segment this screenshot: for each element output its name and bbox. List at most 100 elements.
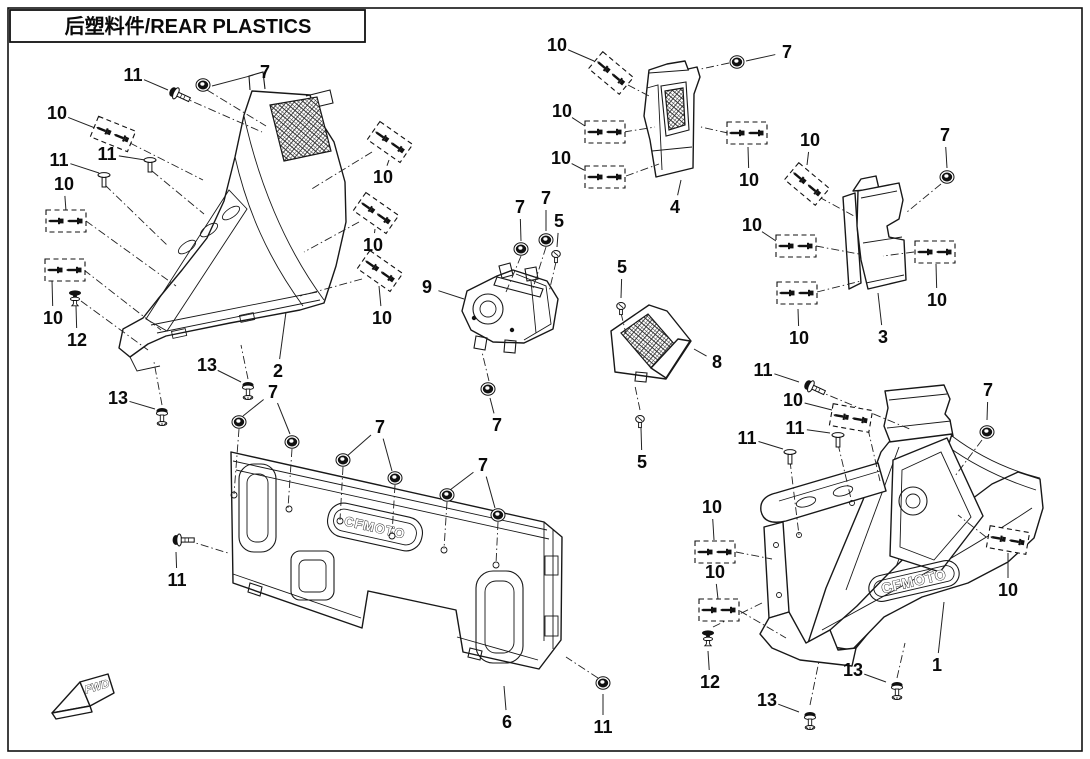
- diagram-line: [544, 615, 559, 637]
- diagram-line: [177, 239, 197, 255]
- assembly-axis-line: [233, 428, 240, 495]
- callout-label-10: 10: [998, 580, 1018, 600]
- callout-label-12: 12: [700, 672, 720, 692]
- callout-label-9: 9: [422, 277, 432, 297]
- diagram-line: [856, 182, 907, 290]
- diagram-line: [759, 611, 857, 667]
- fwd-direction-arrow: FWD: [51, 673, 115, 720]
- diagram-line: [760, 462, 887, 523]
- callout-leader-line: [217, 369, 242, 383]
- diagram-line: [842, 192, 862, 290]
- callout-leader-line: [877, 292, 883, 326]
- assembly-axis-lines: [80, 62, 987, 706]
- callout-leader-lines: [51, 49, 1009, 715]
- callout-leader-line: [175, 551, 178, 569]
- callout-label-2: 2: [273, 361, 283, 381]
- diagram-line: [170, 328, 188, 339]
- callout-label-7: 7: [782, 42, 792, 62]
- fastener-grommet-icon: [231, 415, 247, 429]
- callout-leader-line: [519, 218, 522, 242]
- diagram-line: [467, 647, 483, 661]
- assembly-axis-line: [789, 460, 800, 536]
- fastener-grommet-icon: [439, 488, 455, 502]
- assembly-axis-line: [954, 439, 983, 477]
- fastener-grommet-icon: [284, 435, 300, 449]
- callout-leader-line: [277, 402, 291, 435]
- assembly-axis-line: [548, 261, 557, 293]
- callout-leader-line: [386, 159, 390, 166]
- assembly-axis-line: [627, 84, 652, 98]
- assembly-axis-line: [129, 142, 204, 181]
- callout-label-5: 5: [637, 452, 647, 472]
- callout-label-7: 7: [541, 188, 551, 208]
- callout-label-10: 10: [551, 148, 571, 168]
- callout-label-7: 7: [983, 380, 993, 400]
- callout-leader-line: [804, 402, 833, 411]
- tailgate-handle-left: [238, 463, 277, 553]
- assembly-axis-line: [287, 448, 293, 509]
- fastener-grommet-icon: [513, 242, 529, 256]
- diagram-line: [849, 500, 855, 506]
- diagram-line: [238, 312, 256, 323]
- fastener-grommet-icon: [595, 676, 611, 690]
- diagram-line: [778, 470, 881, 502]
- diagram-line: [484, 580, 515, 654]
- callout-leader-line: [70, 163, 100, 174]
- diagram-line: [290, 550, 335, 601]
- assembly-axis-line: [532, 246, 547, 289]
- callout-label-10: 10: [783, 390, 803, 410]
- assembly-axis-line: [620, 312, 627, 335]
- callout-label-8: 8: [712, 352, 722, 372]
- assembly-axis-line: [495, 521, 499, 565]
- callout-leader-line: [715, 583, 719, 600]
- callout-leader-line: [129, 400, 156, 410]
- assembly-axis-line: [700, 126, 729, 134]
- diagram-line: [243, 115, 325, 301]
- callout-leader-line: [438, 290, 465, 300]
- callout-leader-line: [745, 54, 776, 62]
- callout-leader-line: [797, 308, 800, 327]
- diagram-line: [524, 266, 539, 282]
- callout-label-10: 10: [927, 290, 947, 310]
- callout-leader-line: [67, 116, 96, 129]
- diagram-line: [886, 420, 952, 429]
- diagram-line: [246, 473, 269, 543]
- diagram-line: [503, 339, 517, 354]
- diagram-line: [51, 705, 93, 720]
- diagram-line: [889, 437, 984, 573]
- callout-label-5: 5: [554, 211, 564, 231]
- callout-leader-line: [567, 49, 595, 62]
- assembly-axis-line: [957, 514, 987, 538]
- callout-label-7: 7: [940, 125, 950, 145]
- diagram-line: [898, 486, 928, 516]
- callout-leader-line: [382, 438, 393, 472]
- callout-leader-line: [986, 401, 989, 421]
- callout-label-11: 11: [753, 360, 772, 380]
- callout-leader-line: [211, 74, 254, 87]
- callout-label-10: 10: [54, 174, 74, 194]
- hardware-kit-box-icon: [699, 599, 739, 621]
- diagram-line: [326, 502, 424, 552]
- assembly-axis-line: [153, 361, 163, 406]
- assembly-axis-line: [739, 610, 787, 639]
- diagram-line: [795, 496, 817, 508]
- assembly-axis-line: [80, 300, 149, 351]
- diagram-line: [285, 505, 293, 513]
- diagram-line: [492, 561, 500, 569]
- callout-leader-line: [242, 399, 264, 417]
- diagram-line: [472, 293, 504, 325]
- hardware-kit-box-icon: [915, 241, 955, 263]
- assembly-axis-line: [565, 656, 599, 679]
- assembly-axis-line: [837, 443, 853, 504]
- diagram-line: [298, 559, 327, 593]
- callout-leader-line: [864, 673, 887, 683]
- callout-label-3: 3: [878, 327, 888, 347]
- hardware-kit-box-icon: [45, 259, 85, 281]
- callout-label-10: 10: [363, 235, 383, 255]
- callout-leader-line: [118, 155, 146, 161]
- diagram-line: [664, 87, 686, 131]
- assembly-axis-line: [712, 601, 765, 628]
- diagram-line: [333, 508, 417, 546]
